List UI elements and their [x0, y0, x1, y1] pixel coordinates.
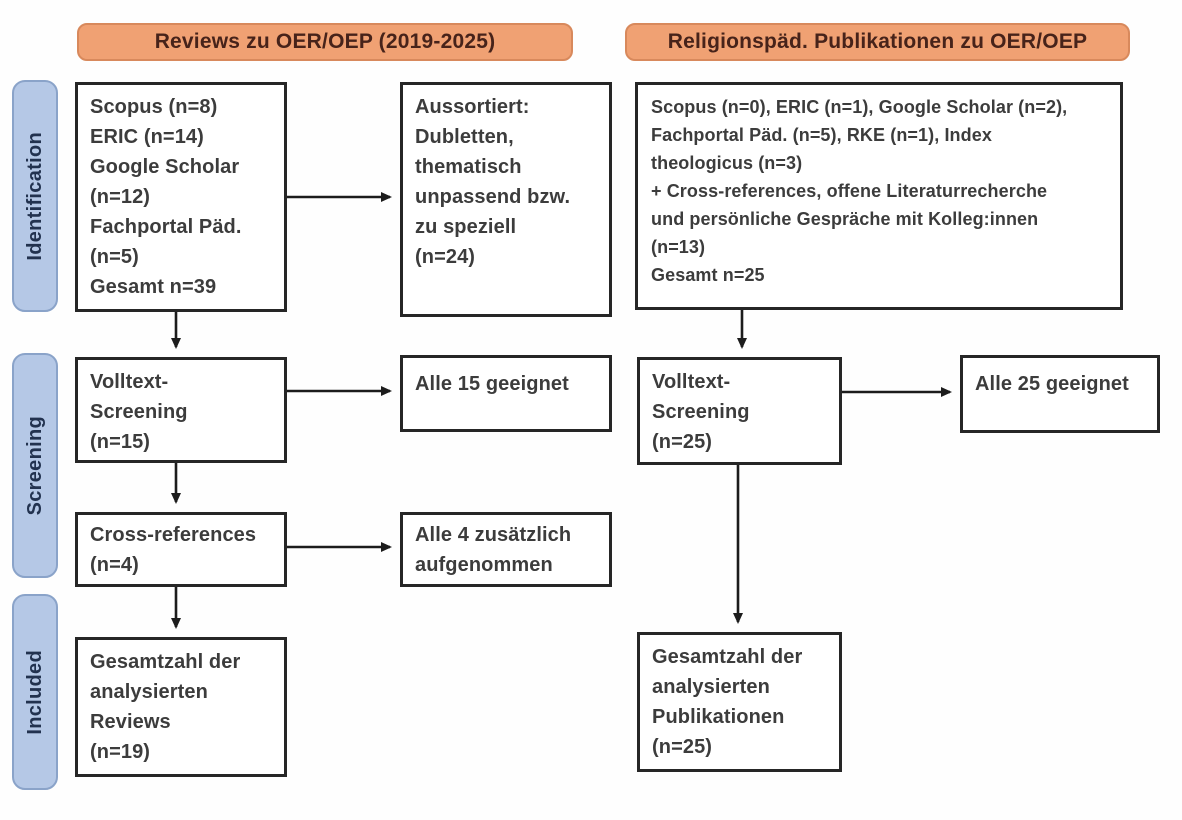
box-left-sources: Scopus (n=8) ERIC (n=14) Google Scholar …	[75, 82, 287, 312]
stage-label-included: Included	[12, 594, 58, 790]
box-left-cross-references: Cross-references (n=4)	[75, 512, 287, 587]
box-right-total-included: Gesamtzahl der analysierten Publikatione…	[637, 632, 842, 772]
box-right-fulltext-screening: Volltext- Screening (n=25)	[637, 357, 842, 465]
stage-label-identification: Identification	[12, 80, 58, 312]
box-left-fulltext-result: Alle 15 geeignet	[400, 355, 612, 432]
stage-label-included-text: Included	[23, 649, 46, 735]
column-header-reviews: Reviews zu OER/OEP (2019-2025)	[77, 23, 573, 61]
box-left-cross-references-result: Alle 4 zusätzlich aufgenommen	[400, 512, 612, 587]
column-header-religionspaed-publikationen: Religionspäd. Publikationen zu OER/OEP	[625, 23, 1130, 61]
box-left-excluded: Aussortiert: Dubletten, thematisch unpas…	[400, 82, 612, 317]
stage-label-identification-text: Identification	[23, 131, 46, 261]
box-right-fulltext-result: Alle 25 geeignet	[960, 355, 1160, 433]
stage-label-screening-text: Screening	[23, 415, 46, 516]
box-right-sources: Scopus (n=0), ERIC (n=1), Google Scholar…	[635, 82, 1123, 310]
box-left-fulltext-screening: Volltext- Screening (n=15)	[75, 357, 287, 463]
box-left-total-included: Gesamtzahl der analysierten Reviews (n=1…	[75, 637, 287, 777]
stage-label-screening: Screening	[12, 353, 58, 578]
